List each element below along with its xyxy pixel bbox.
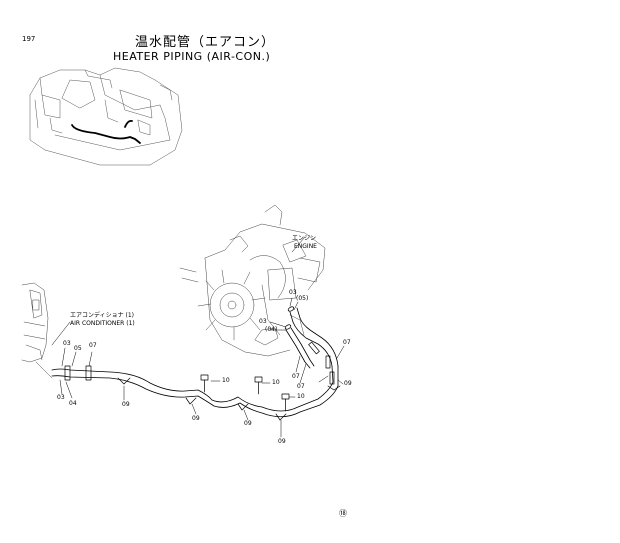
callout-07: 07 [343,339,351,346]
mounting-bolts [200,374,290,412]
callout-09: 09 [192,415,200,422]
callout-05: 05 [74,345,82,352]
callout-03: 03 [259,318,267,325]
callout-09: 09 [122,401,130,408]
engine-sketch [179,204,326,357]
callout-07: 07 [89,342,97,349]
title-japanese: 温水配管（エアコン） [135,35,276,50]
callout-09: 09 [244,420,252,427]
machine-overview-sketch [29,67,183,166]
leader-lines [51,236,345,438]
callout-07: 07 [297,383,305,390]
aircon-label-jp: エアコンディショナ (1) [70,312,134,319]
callout-10: 10 [272,379,280,386]
engine-label-jp: エンジン [292,235,317,242]
callout-10: 10 [222,377,230,384]
page-number: 197 [22,35,36,43]
callout-07: 07 [292,373,300,380]
title-english: HEATER PIPING (AIR-CON.) [113,50,271,63]
callout-09: 09 [278,438,286,445]
overview-highlighted-hose [71,119,141,144]
engine-label-en: ENGINE [294,243,317,250]
hose-clamps [64,341,335,385]
hose-clips [117,377,341,421]
callout-10: 10 [297,393,305,400]
callout-03: 03 [57,394,65,401]
air-conditioner-sketch [21,282,53,379]
callout-03: 03 [63,340,71,347]
callout-04: 04 [69,400,77,407]
callout-04: (04) [265,326,278,333]
sheet-mark: ⑱ [339,509,347,518]
callout-05: (05) [296,295,309,302]
aircon-label-en: AIR CONDITIONER (1) [70,320,135,327]
callout-09: 09 [344,380,352,387]
callout-03: 03 [289,289,297,296]
